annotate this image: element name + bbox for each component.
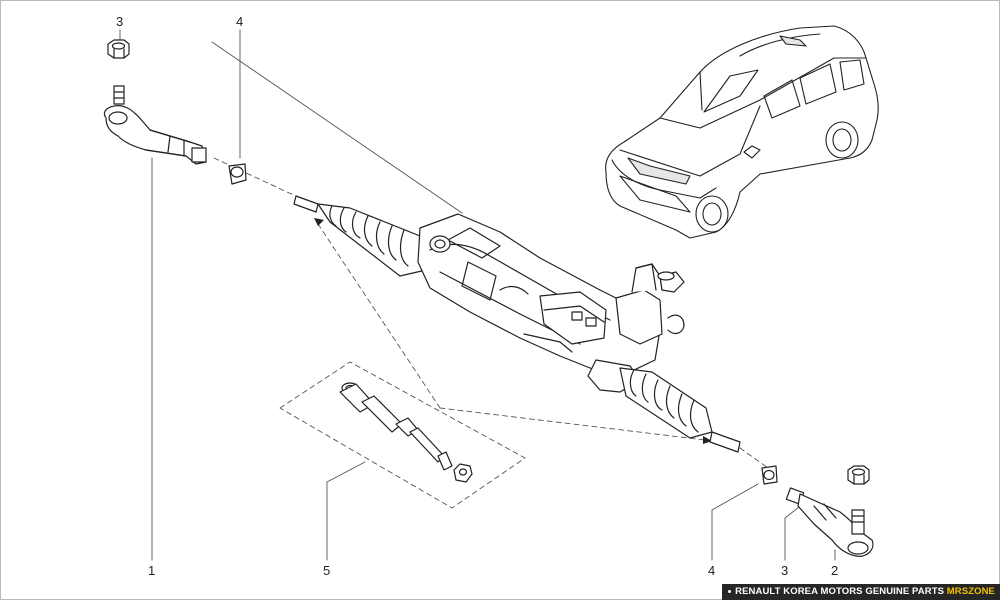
tie-rod-end-right [785,487,874,557]
nut-right [847,465,870,485]
leader-lines [119,29,836,561]
boot-clip-left [228,163,247,185]
callout-4-left: 4 [236,14,244,29]
callout-2: 2 [831,563,839,578]
footer-brand: RENAULT KOREA MOTORS GENUINE PARTS [735,586,945,597]
arrow-head-lower [703,436,712,444]
footer-dot-icon [728,589,732,593]
tie-rod-end-left [103,85,207,165]
footer-watermark: RENAULT KOREA MOTORS GENUINE PARTS MRSZO… [722,584,1000,600]
nut-left [107,39,130,59]
callout-5: 5 [323,563,331,578]
callout-1: 1 [148,563,156,578]
boot-clip-right [761,465,778,485]
vehicle-illustration [605,25,879,239]
callout-3-right: 3 [781,563,789,578]
arrow-head-upper [314,218,324,226]
footer-tag: MRSZONE [946,586,995,597]
callout-3-left: 3 [116,14,124,29]
inner-tie-rod [339,382,473,483]
callout-4-right: 4 [708,563,716,578]
dashed-guides [213,157,769,509]
steering-rack-assembly [293,195,741,453]
